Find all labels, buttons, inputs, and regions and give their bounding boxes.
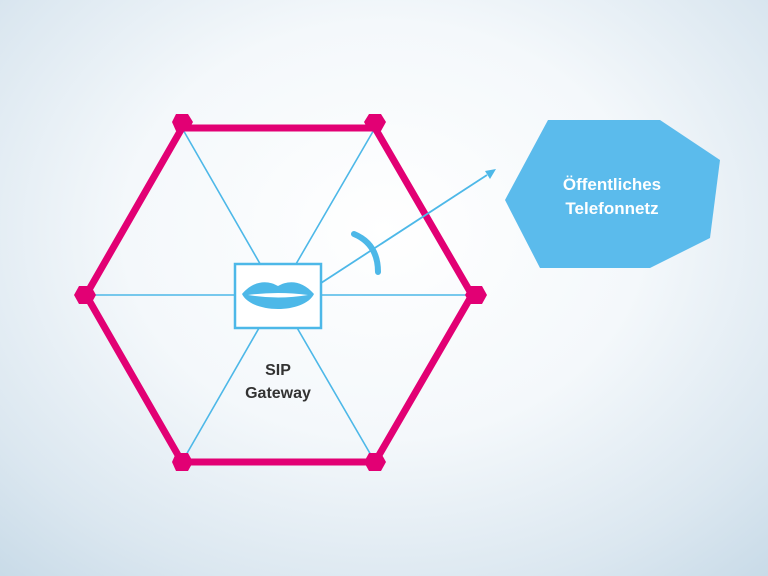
gateway-label-line2: Gateway: [245, 385, 311, 402]
arrow-icon: [317, 169, 496, 286]
gateway-label-line1: SIP: [265, 362, 291, 379]
public-network-label-line1: Öffentliches: [563, 175, 661, 194]
gateway-box: [233, 262, 323, 330]
node-bottom-right: [364, 453, 386, 471]
public-network-label-line2: Telefonnetz: [565, 199, 658, 218]
node-top-right: [364, 114, 386, 131]
public-network-node: Öffentliches Telefonnetz: [505, 120, 720, 268]
node-right: [465, 286, 487, 304]
node-top-left: [172, 114, 193, 131]
arc-icon: [351, 231, 381, 275]
node-bottom-left: [172, 453, 193, 471]
hexagon-nodes: [74, 114, 487, 471]
node-left: [74, 286, 96, 304]
lips-icon: [242, 282, 314, 309]
public-network-shape: [505, 120, 720, 268]
